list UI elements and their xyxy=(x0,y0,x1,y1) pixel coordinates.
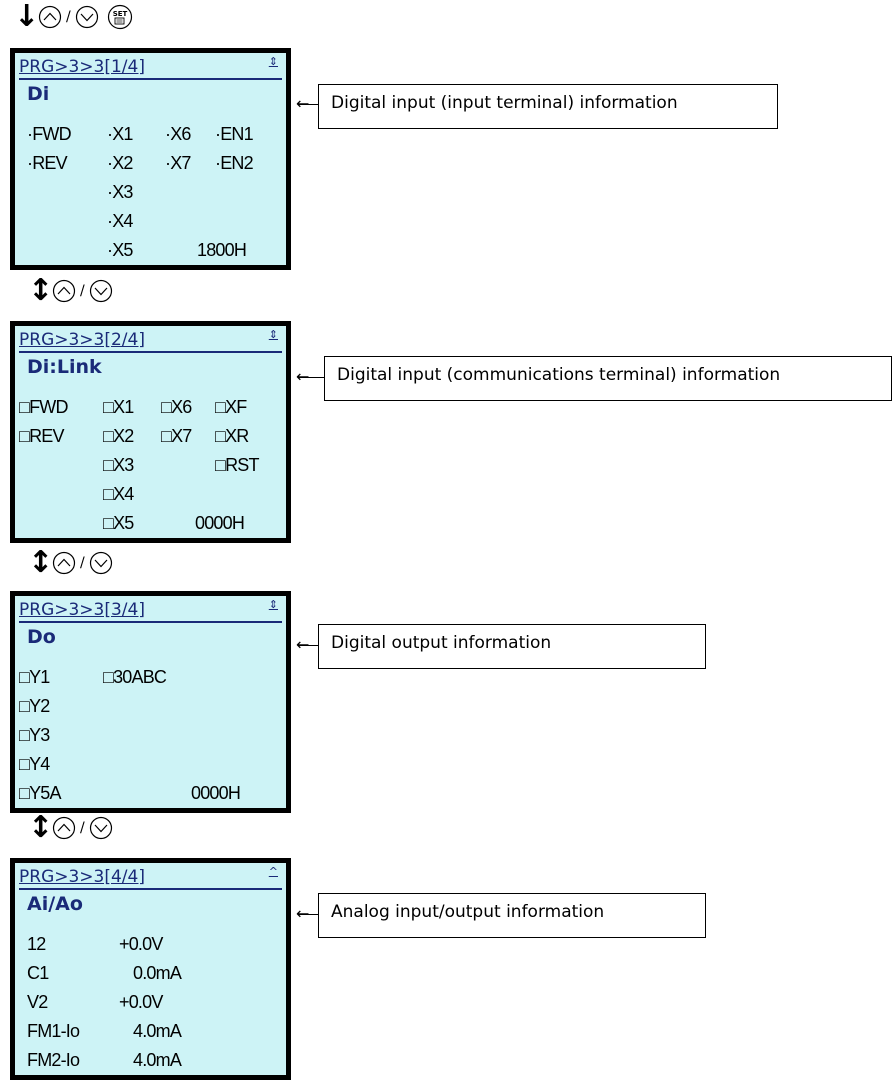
analog-c1-label: C1 xyxy=(27,963,49,983)
terminal-x7: ·X7 xyxy=(165,153,191,173)
set-key-icon[interactable]: SET xyxy=(107,4,133,30)
link-xf: □XF xyxy=(215,397,247,417)
callout-arrow-icon: ← xyxy=(296,635,310,654)
output-30abc: □30ABC xyxy=(103,667,167,687)
terminal-x2: ·X2 xyxy=(107,153,133,173)
analog-c1-value: 0.0mA xyxy=(133,963,182,983)
nav-keys-1: ↕ / xyxy=(28,276,113,306)
link-x4: □X4 xyxy=(103,484,134,504)
callout-1: Digital input (input terminal) informati… xyxy=(318,84,778,129)
output-y3: □Y3 xyxy=(19,725,50,745)
scroll-up-icon: ^ xyxy=(268,865,278,878)
hex-value: 1800H xyxy=(197,240,247,260)
lcd-screen-4: PRG>3>3[4/4] ^ Ai/Ao 12 +0.0V C1 0.0mA V2… xyxy=(10,858,291,1080)
scroll-updown-icon: ⇕ xyxy=(268,328,278,341)
analog-fm2-label: FM2-Io xyxy=(27,1050,80,1070)
callout-line-1 xyxy=(298,104,318,105)
output-y5a: □Y5A xyxy=(19,783,61,803)
lcd-screen-2: PRG>3>3[2/4] ⇕ Di:Link □FWD □X1 □X6 □XF □… xyxy=(10,321,291,543)
screen-header: PRG>3>3[1/4] xyxy=(19,57,145,77)
link-x2: □X2 xyxy=(103,426,134,446)
terminal-x1: ·X1 xyxy=(107,124,133,144)
terminal-fwd: ·FWD xyxy=(27,124,72,144)
terminal-en1: ·EN1 xyxy=(215,124,254,144)
down-key-icon[interactable] xyxy=(89,279,113,303)
callout-arrow-icon: ← xyxy=(296,367,310,386)
link-xr: □XR xyxy=(215,426,249,446)
up-key-icon[interactable] xyxy=(38,5,62,29)
analog-fm1-label: FM1-Io xyxy=(27,1021,80,1041)
lcd-screen-1: PRG>3>3[1/4]⇕ Di ·FWD ·X1 ·X6 ·EN1 ·REV … xyxy=(10,48,291,270)
link-x6: □X6 xyxy=(161,397,192,417)
down-key-icon[interactable] xyxy=(75,5,99,29)
terminal-x4: ·X4 xyxy=(107,211,133,231)
output-y4: □Y4 xyxy=(19,754,50,774)
updown-arrow-icon: ↕ xyxy=(28,810,54,845)
down-arrow-icon: ↓ xyxy=(14,0,40,34)
up-key-icon[interactable] xyxy=(52,551,76,575)
link-x7: □X7 xyxy=(161,426,192,446)
up-key-icon[interactable] xyxy=(52,816,76,840)
screen-title: Di xyxy=(27,83,50,105)
down-key-icon[interactable] xyxy=(89,816,113,840)
lcd-screen-3: PRG>3>3[3/4]⇕ Do □Y1 □30ABC □Y2 □Y3 □Y4 … xyxy=(10,591,291,813)
output-y2: □Y2 xyxy=(19,696,50,716)
nav-keys-2: ↕ / xyxy=(28,548,113,578)
updown-arrow-icon: ↕ xyxy=(28,545,54,580)
link-rst: □RST xyxy=(215,455,259,475)
link-fwd: □FWD xyxy=(19,397,68,417)
hex-value: 0000H xyxy=(191,783,241,803)
svg-text:SET: SET xyxy=(112,10,127,18)
scroll-updown-icon: ⇕ xyxy=(268,55,278,68)
output-y1: □Y1 xyxy=(19,667,50,687)
nav-keys-top: ↓ / SET xyxy=(14,2,133,32)
screen-title: Di:Link xyxy=(27,356,102,378)
callout-line-3 xyxy=(298,645,318,646)
callout-line-2 xyxy=(298,377,324,378)
link-x1: □X1 xyxy=(103,397,134,417)
down-key-icon[interactable] xyxy=(89,551,113,575)
nav-keys-3: ↕ / xyxy=(28,813,113,843)
analog-fm2-value: 4.0mA xyxy=(133,1050,182,1070)
hex-value: 0000H xyxy=(195,513,245,533)
analog-12-value: +0.0V xyxy=(119,934,163,954)
analog-12-label: 12 xyxy=(27,934,46,954)
screen-header: PRG>3>3[3/4] xyxy=(19,600,145,620)
link-x3: □X3 xyxy=(103,455,134,475)
screen-title: Do xyxy=(27,626,56,648)
callout-arrow-icon: ← xyxy=(296,94,310,113)
callout-3: Digital output information xyxy=(318,624,706,669)
scroll-updown-icon: ⇕ xyxy=(268,598,278,611)
analog-fm1-value: 4.0mA xyxy=(133,1021,182,1041)
callout-arrow-icon: ← xyxy=(296,904,310,923)
terminal-rev: ·REV xyxy=(27,153,68,173)
screen-title: Ai/Ao xyxy=(27,893,83,915)
callout-4: Analog input/output information xyxy=(318,893,706,938)
updown-arrow-icon: ↕ xyxy=(28,273,54,308)
screen-header: PRG>3>3[2/4] xyxy=(19,330,145,350)
terminal-en2: ·EN2 xyxy=(215,153,254,173)
analog-v2-label: V2 xyxy=(27,992,48,1012)
screen-header: PRG>3>3[4/4] xyxy=(19,867,145,887)
terminal-x3: ·X3 xyxy=(107,182,133,202)
callout-2: Digital input (communications terminal) … xyxy=(324,356,892,401)
callout-line-4 xyxy=(298,914,318,915)
link-x5: □X5 xyxy=(103,513,134,533)
analog-v2-value: +0.0V xyxy=(119,992,163,1012)
terminal-x5: ·X5 xyxy=(107,240,133,260)
link-rev: □REV xyxy=(19,426,64,446)
up-key-icon[interactable] xyxy=(52,279,76,303)
terminal-x6: ·X6 xyxy=(165,124,191,144)
